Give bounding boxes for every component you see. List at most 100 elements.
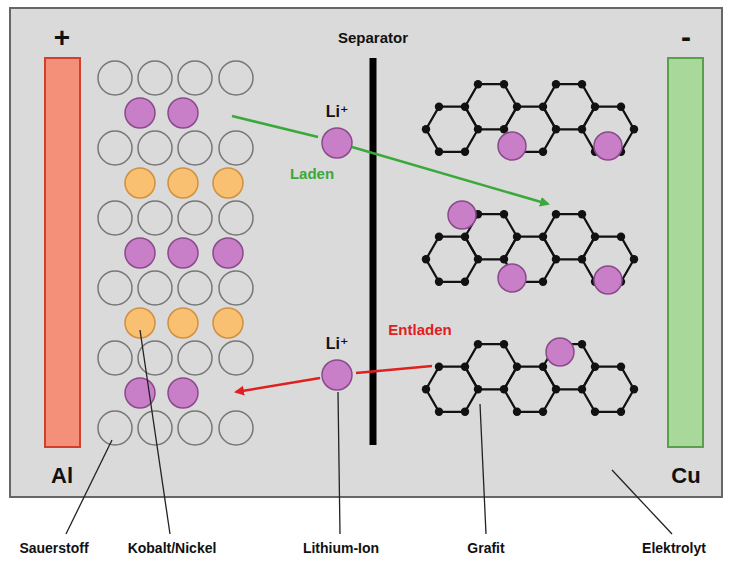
carbon-atom <box>435 363 443 371</box>
oxygen-atom <box>178 411 212 445</box>
oxygen-atom <box>98 201 132 235</box>
polarity-sign: + <box>54 23 70 54</box>
oxygen-atom <box>219 201 253 235</box>
oxygen-atom <box>178 131 212 165</box>
carbon-atom <box>552 385 560 393</box>
material-label: Al <box>51 464 73 488</box>
aluminium-electrode <box>45 58 80 447</box>
part-name: Separator <box>338 30 408 47</box>
process-label: Entladen <box>388 322 451 339</box>
carbon-atom <box>513 103 521 111</box>
carbon-atom <box>461 278 469 286</box>
carbon-atom <box>617 103 625 111</box>
carbon-ring <box>465 344 517 389</box>
copper-electrode <box>668 58 703 447</box>
cobalt-nickel-atom <box>168 168 198 198</box>
lithium-ion <box>125 98 155 128</box>
lithium-ion <box>594 266 622 294</box>
lithium-ion <box>125 238 155 268</box>
carbon-atom <box>474 80 482 88</box>
oxygen-atom <box>219 271 253 305</box>
carbon-atom <box>578 125 586 133</box>
lithium-ion <box>448 201 476 229</box>
part-name: Grafit <box>467 541 504 556</box>
oxygen-atom <box>138 271 172 305</box>
oxygen-atom <box>219 411 253 445</box>
ion-label: Li⁺ <box>326 335 349 353</box>
carbon-atom <box>591 408 599 416</box>
carbon-atom <box>539 278 547 286</box>
carbon-atom <box>474 340 482 348</box>
part-name: Elektrolyt <box>642 541 706 556</box>
carbon-atom <box>461 148 469 156</box>
lithium-ion <box>546 338 574 366</box>
charge-arrow <box>352 147 548 204</box>
carbon-atom <box>552 125 560 133</box>
oxygen-atom <box>98 271 132 305</box>
discharge-arrow <box>356 366 432 373</box>
oxygen-atom <box>98 411 132 445</box>
carbon-atom <box>617 408 625 416</box>
lithium-ion <box>168 378 198 408</box>
carbon-ring <box>582 367 634 412</box>
carbon-ring <box>543 214 595 259</box>
carbon-atom <box>461 103 469 111</box>
lithium-ion <box>498 132 526 160</box>
lithium-ion <box>213 238 243 268</box>
lithium-ion <box>322 360 352 390</box>
material-label: Cu <box>671 464 700 488</box>
polarity-sign: - <box>681 20 691 53</box>
lithium-ion <box>498 264 526 292</box>
lithium-ion <box>594 132 622 160</box>
carbon-atom <box>435 148 443 156</box>
graphite-layers <box>422 80 638 416</box>
carbon-atom <box>435 408 443 416</box>
part-name: Sauerstoff <box>19 541 88 556</box>
carbon-atom <box>591 103 599 111</box>
oxygen-atom <box>219 61 253 95</box>
oxygen-atom <box>178 271 212 305</box>
carbon-atom <box>474 385 482 393</box>
part-name: Kobalt/Nickel <box>128 541 217 556</box>
carbon-atom <box>539 408 547 416</box>
oxygen-atom <box>138 341 172 375</box>
process-label: Laden <box>290 166 334 183</box>
carbon-atom <box>552 80 560 88</box>
lithium-ion <box>322 128 352 158</box>
carbon-atom <box>578 340 586 348</box>
carbon-atom <box>461 233 469 241</box>
carbon-atom <box>539 363 547 371</box>
oxygen-atom <box>219 131 253 165</box>
carbon-atom <box>435 103 443 111</box>
carbon-atom <box>578 255 586 263</box>
carbon-atom <box>617 363 625 371</box>
carbon-atom <box>513 363 521 371</box>
carbon-atom <box>500 80 508 88</box>
carbon-atom <box>435 278 443 286</box>
leader-lines <box>66 330 672 534</box>
oxygen-atom <box>138 201 172 235</box>
cobalt-nickel-atom <box>213 308 243 338</box>
oxygen-atom <box>178 61 212 95</box>
charge-arrow <box>232 116 318 137</box>
cobalt-nickel-atom <box>213 168 243 198</box>
lithium-ion <box>168 98 198 128</box>
carbon-atom <box>500 255 508 263</box>
cobalt-nickel-atom <box>125 168 155 198</box>
carbon-ring <box>504 367 556 412</box>
carbon-atom <box>539 103 547 111</box>
carbon-atom <box>513 233 521 241</box>
part-name: Lithium-Ion <box>303 541 379 556</box>
carbon-atom <box>591 363 599 371</box>
oxygen-atom <box>98 131 132 165</box>
carbon-atom <box>500 340 508 348</box>
carbon-atom <box>617 233 625 241</box>
carbon-atom <box>539 148 547 156</box>
oxygen-atom <box>98 61 132 95</box>
carbon-ring <box>426 237 478 282</box>
carbon-atom <box>422 255 430 263</box>
oxygen-atom <box>178 341 212 375</box>
discharge-arrow <box>236 378 320 392</box>
carbon-atom <box>513 408 521 416</box>
